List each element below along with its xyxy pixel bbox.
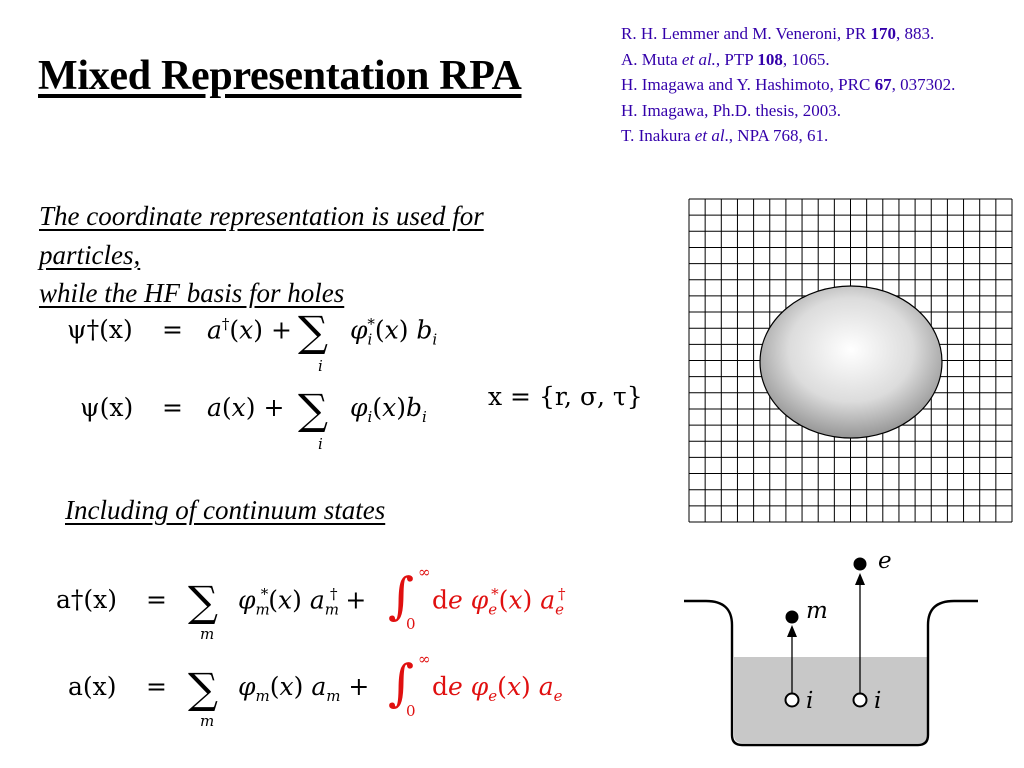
reference-item: T. Inakura et al., NPA 768, 61. [621, 126, 829, 145]
coordinate-mesh-diagram [688, 198, 1013, 523]
equals-sign: = [146, 672, 167, 701]
reference-list: R. H. Lemmer and M. Veneroni, PR 170, 88… [621, 21, 955, 149]
psi-dagger-rhs: a†(x) + [207, 315, 292, 345]
sum-index: m [200, 712, 215, 730]
bound-term: φm*(x) am† + [238, 585, 367, 619]
a-lhs: a(x) [68, 672, 117, 701]
arrow-head-icon [787, 625, 797, 637]
particle-state-m [785, 610, 799, 624]
equals-sign: = [146, 585, 167, 614]
psi-dagger-rhs-terms: φi*(x) bi [350, 315, 438, 349]
potential-well-diagram: i i m e [684, 548, 978, 747]
sum-index: i [318, 357, 323, 375]
continuum-term: de φe(x) ae [432, 672, 563, 705]
label-i: i [874, 688, 881, 714]
integral-lower: 0 [406, 615, 416, 633]
intro-line: The coordinate representation is used fo… [39, 201, 484, 231]
particle-state-e [853, 557, 867, 571]
sum-symbol: ∑ [298, 307, 328, 356]
integral-symbol: ∫ [388, 567, 415, 625]
label-i: i [806, 688, 813, 714]
integral-lower: 0 [406, 702, 416, 720]
label-m: m [806, 598, 828, 624]
intro-line: particles, [39, 239, 141, 270]
slide-title: Mixed Representation RPA [38, 53, 522, 99]
reference-item: H. Imagawa, Ph.D. thesis, 2003. [621, 100, 842, 120]
a-dagger-lhs: a†(x) [56, 585, 118, 614]
psi-rhs-terms: φi(x)bi [350, 393, 427, 426]
sum-symbol: ∑ [298, 385, 328, 434]
sum-symbol: ∑ [188, 577, 218, 626]
equals-sign: = [162, 393, 183, 422]
psi-lhs: ψ(x) [80, 393, 134, 422]
sum-symbol: ∑ [188, 664, 218, 713]
psi-dagger-lhs: ψ†(x) [67, 315, 133, 344]
nucleus-shape [759, 285, 943, 439]
reference-item: R. H. Lemmer and M. Veneroni, PR 170, 88… [621, 24, 935, 43]
equals-sign: = [162, 315, 183, 344]
integral-symbol: ∫ [388, 654, 415, 712]
integral-upper: ∞ [418, 650, 431, 668]
label-e: e [878, 548, 892, 574]
sum-index: i [318, 435, 323, 453]
well-outline [684, 599, 978, 747]
reference-item: A. Muta et al., PTP 108, 1065. [621, 49, 830, 69]
hole-state-i [784, 692, 800, 708]
continuum-term: de φe*(x) ae† [432, 585, 566, 619]
continuum-heading: Including of continuum states [65, 495, 386, 525]
bound-term: φm(x) am + [238, 672, 370, 705]
well-filled-region [734, 657, 928, 743]
psi-rhs: a(x) + [207, 393, 285, 422]
integral-upper: ∞ [418, 563, 431, 581]
arrow-head-icon [855, 573, 865, 585]
hole-state-i [852, 692, 868, 708]
x-definition: x = {r, σ, τ} [488, 382, 643, 411]
sum-index: m [200, 625, 215, 643]
intro-line: while the HF basis for holes [39, 278, 345, 308]
reference-item: H. Imagawa and Y. Hashimoto, PRC 67, 037… [621, 75, 956, 94]
intro-text: The coordinate representation is used fo… [39, 197, 484, 313]
